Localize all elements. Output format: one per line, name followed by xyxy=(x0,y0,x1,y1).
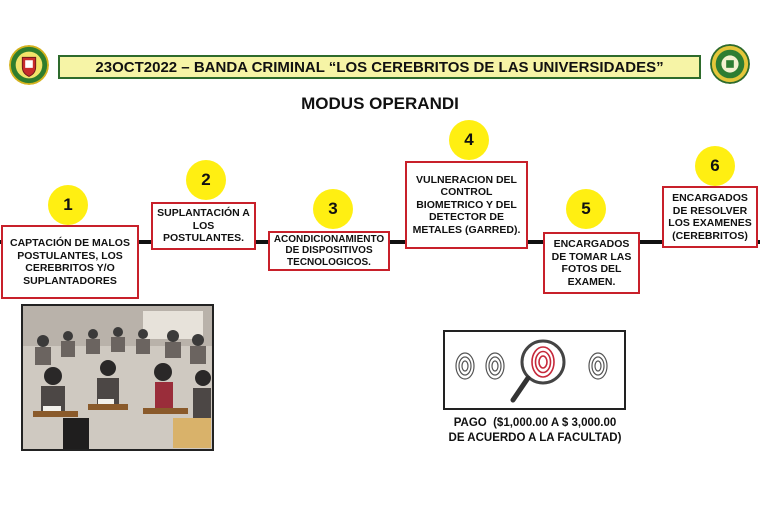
step-5-number: 5 xyxy=(566,189,606,229)
police-emblem-logo xyxy=(9,45,49,90)
fingerprint-image xyxy=(443,330,626,410)
diagram-subtitle: MODUS OPERANDI xyxy=(301,94,459,113)
step-5-box: ENCARGADOS DE TOMAR LAS FOTOS DEL EXAMEN… xyxy=(543,232,640,294)
step-1-box: CAPTACIÓN DE MALOS POSTULANTES, LOS CERE… xyxy=(1,225,139,299)
step-6-box: ENCARGADOS DE RESOLVER LOS EXAMENES (CER… xyxy=(662,186,758,248)
fingerprint-magnifier-icon xyxy=(455,339,608,403)
step-1-number: 1 xyxy=(48,185,88,225)
green-institution-seal-icon xyxy=(710,44,750,84)
payment-note: PAGO ($1,000.00 A $ 3,000.00 DE ACUERDO … xyxy=(420,416,650,446)
step-4-box: VULNERACION DEL CONTROL BIOMETRICO Y DEL… xyxy=(405,161,528,249)
exam-hall-illustration-icon xyxy=(23,306,212,449)
step-6-number: 6 xyxy=(695,146,735,186)
step-2-box: SUPLANTACIÓN A LOS POSTULANTES. xyxy=(151,202,256,250)
step-4-number: 4 xyxy=(449,120,489,160)
payment-line-1: PAGO ($1,000.00 A $ 3,000.00 xyxy=(453,417,617,429)
page-title: 23OCT2022 – BANDA CRIMINAL “LOS CEREBRIT… xyxy=(58,55,701,79)
step-3-number: 3 xyxy=(313,189,353,229)
step-2-number: 2 xyxy=(186,160,226,200)
payment-line-2: DE ACUERDO A LA FACULTAD) xyxy=(448,432,622,444)
institution-seal-logo xyxy=(710,44,750,89)
exam-classroom-photo xyxy=(21,304,214,451)
step-3-box: ACONDICIONAMIENTO DE DISPOSITIVOS TECNOL… xyxy=(268,231,390,271)
police-shield-emblem-icon xyxy=(9,45,49,85)
